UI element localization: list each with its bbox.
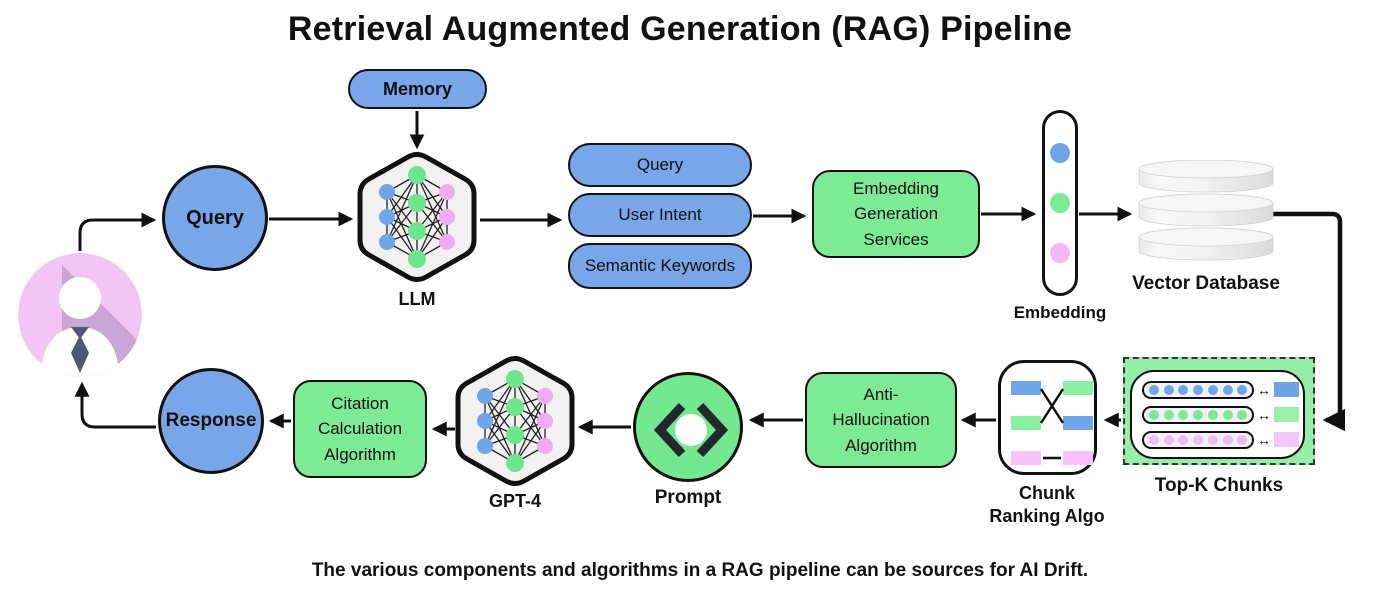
chunk-pill: [1142, 430, 1254, 449]
pill-query-label: Query: [636, 155, 684, 174]
chunk-dot: [1193, 434, 1203, 445]
gpt4-label: GPT-4: [488, 491, 541, 511]
chunk-dot: [1207, 384, 1218, 395]
topk-chunks-node: ↔ ↔ ↔: [1123, 357, 1315, 465]
chunk-row: ↔: [1142, 430, 1303, 449]
chunk-chip: [1274, 407, 1299, 422]
query-label: Query: [186, 206, 244, 229]
chunk-dot: [1163, 384, 1174, 395]
double-arrow-icon: ↔: [1257, 406, 1271, 423]
embedding-generation-node: Embedding Generation Services: [812, 170, 980, 258]
chunk-dot: [1207, 434, 1218, 445]
chunk-dot: [1148, 434, 1159, 445]
memory-label: Memory: [382, 78, 453, 99]
chunk-dot: [1148, 409, 1159, 420]
chunk-dot: [1193, 384, 1203, 395]
chunk-pill: [1142, 405, 1254, 424]
response-node: Response: [158, 368, 264, 474]
code-icon: [653, 402, 729, 458]
chunk-ranking-icon: [1011, 381, 1093, 465]
vector-database-label: Vector Database: [1132, 273, 1280, 294]
chunk-ranking-label: Chunk Ranking Algo: [989, 483, 1105, 527]
embedding-dot: [1050, 193, 1070, 213]
chunk-dot: [1163, 409, 1174, 420]
citation-label: Citation Calculation Algorithm: [317, 393, 403, 464]
chunk-ranking-node: [998, 360, 1097, 475]
chunk-dot: [1237, 409, 1248, 420]
page-title: Retrieval Augmented Generation (RAG) Pip…: [287, 10, 1073, 48]
memory-node: Memory: [348, 69, 487, 109]
double-arrow-icon: ↔: [1257, 381, 1271, 398]
chunk-dot: [1163, 434, 1174, 445]
topk-chunks-label: Top-K Chunks: [1154, 475, 1284, 496]
embedding-vector-icon: [1042, 110, 1078, 296]
query-node: Query: [162, 165, 268, 271]
pill-user-intent: User Intent: [568, 193, 752, 237]
chunk-dot: [1222, 409, 1233, 420]
chunk-dot: [1178, 384, 1189, 395]
chunk-dot: [1193, 409, 1203, 420]
embedding-dot: [1050, 243, 1070, 263]
citation-node: Citation Calculation Algorithm: [293, 380, 427, 478]
pill-semantic-keywords: Semantic Keywords: [568, 243, 752, 289]
chunk-chip: [1274, 432, 1299, 447]
double-arrow-icon: ↔: [1257, 431, 1271, 448]
pill-query: Query: [568, 143, 752, 187]
pill-semantic-keywords-label: Semantic Keywords: [584, 256, 736, 275]
arrow-vector-database-to-topk: [1272, 211, 1346, 432]
pill-user-intent-label: User Intent: [618, 205, 702, 224]
chunk-dot: [1237, 384, 1248, 395]
database-icon: [1138, 160, 1274, 261]
chunk-dot: [1207, 409, 1218, 420]
chunk-chip: [1274, 382, 1299, 397]
gpt4-neural-network-icon: [455, 356, 575, 486]
user-icon: [18, 253, 142, 377]
chunk-dot: [1178, 434, 1189, 445]
chunk-dot: [1148, 384, 1159, 395]
chunk-dot: [1237, 434, 1248, 445]
prompt-node: [633, 372, 743, 482]
embedding-dot: [1050, 143, 1070, 163]
diagram-caption: The various components and algorithms in…: [311, 560, 1089, 581]
prompt-label: Prompt: [654, 487, 722, 508]
response-label: Response: [165, 410, 257, 431]
anti-hallucination-label: Anti-Hallucination Algorithm: [832, 384, 930, 455]
arrow-response-to-user: [74, 381, 156, 429]
chunk-row: ↔: [1142, 380, 1303, 399]
chunk-row: ↔: [1142, 405, 1303, 424]
chunk-dot: [1222, 384, 1233, 395]
chunk-dot: [1222, 434, 1233, 445]
arrow-user-to-query: [78, 212, 157, 251]
topk-rows: ↔ ↔ ↔: [1130, 370, 1305, 459]
llm-label: LLM: [398, 289, 436, 309]
chunk-pill: [1142, 380, 1254, 399]
embedding-label: Embedding: [1013, 303, 1107, 322]
chunk-dot: [1178, 409, 1189, 420]
llm-neural-network-icon: [357, 152, 477, 282]
anti-hallucination-node: Anti-Hallucination Algorithm: [805, 372, 957, 468]
embedding-generation-label: Embedding Generation Services: [852, 178, 939, 249]
